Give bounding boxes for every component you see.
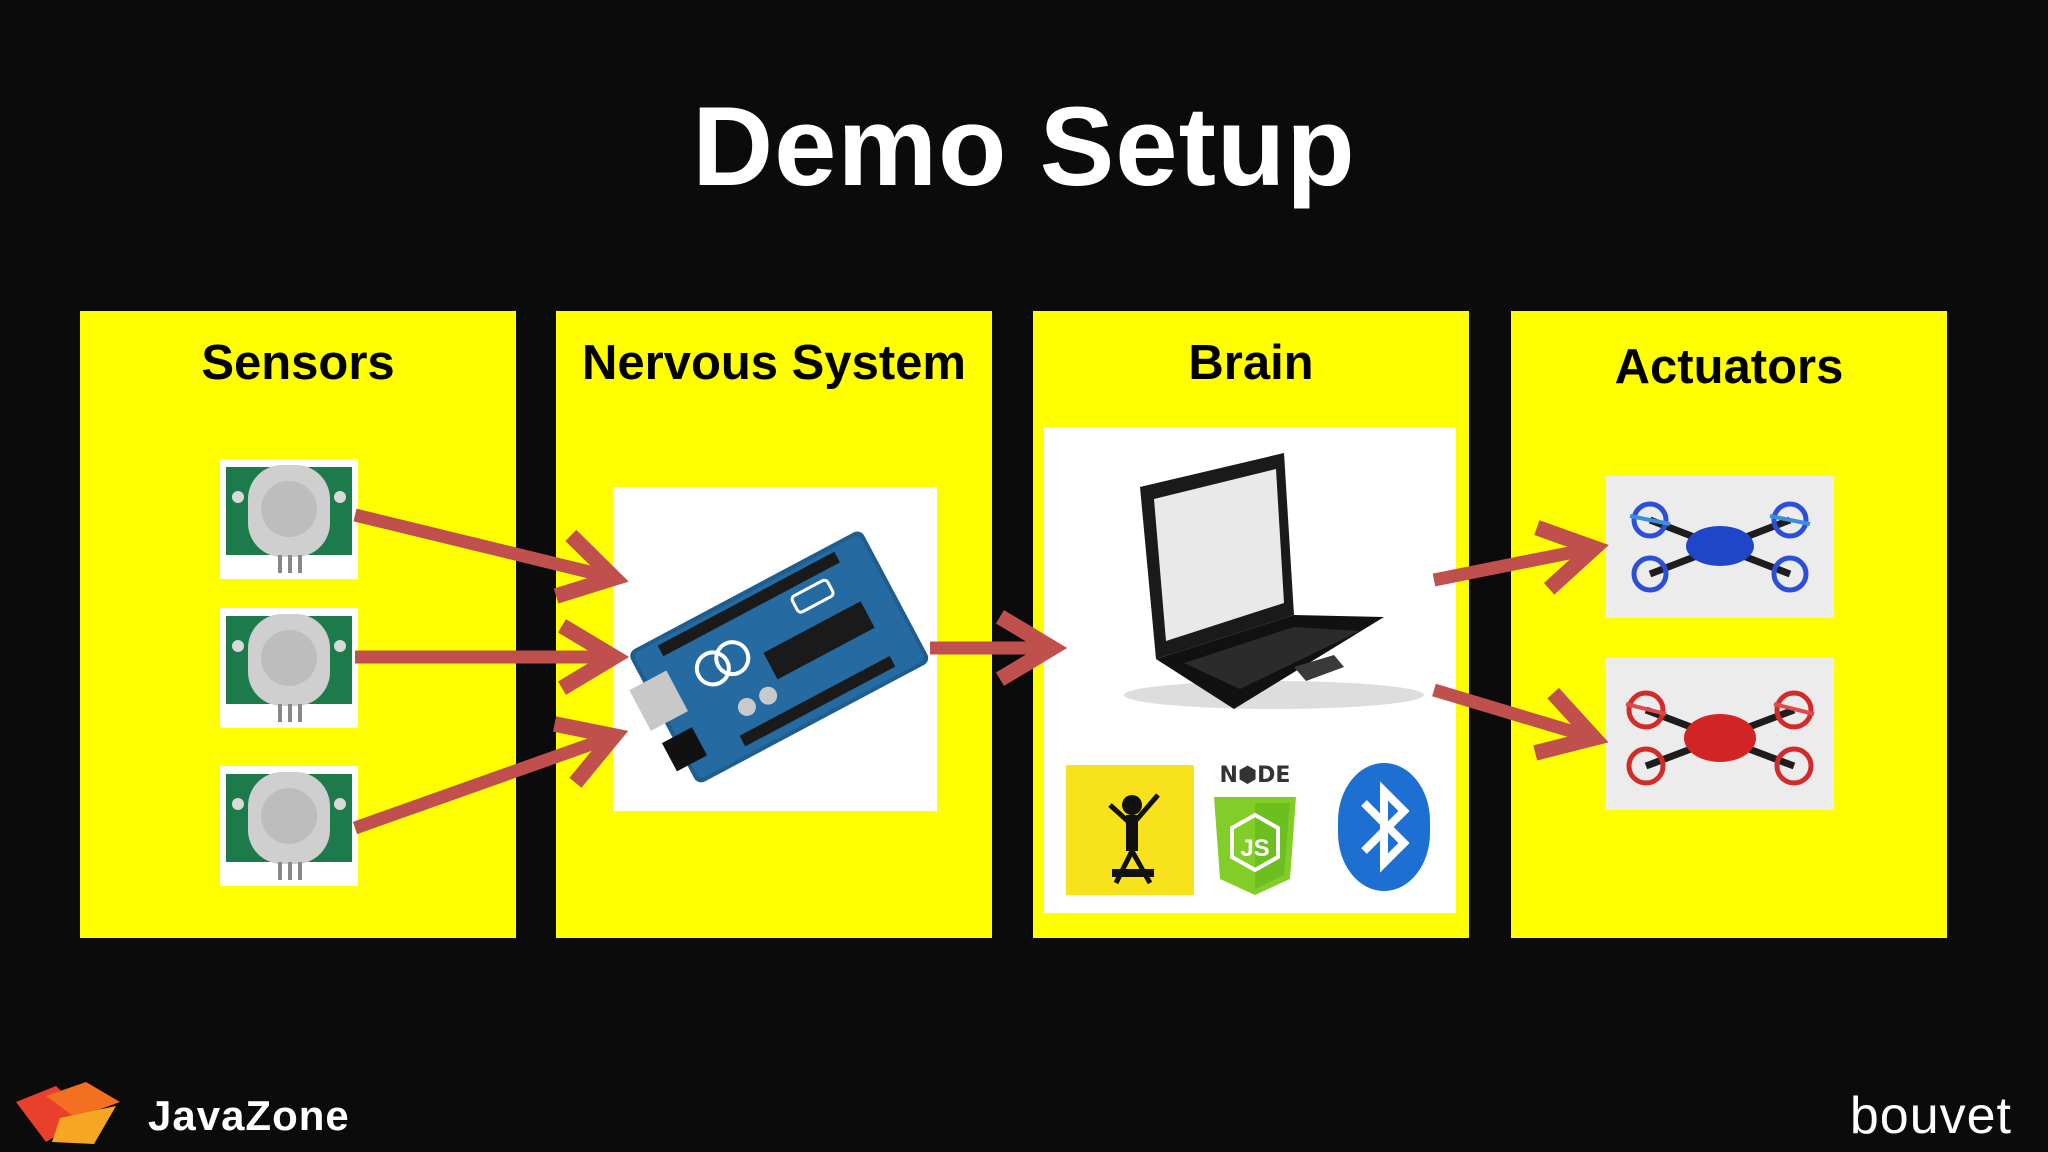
pir-sensor-icon	[220, 766, 358, 886]
panel-title-sensors: Sensors	[201, 336, 395, 390]
panel-brain: Brain N⬢DE	[1033, 311, 1469, 938]
drone-red-icon	[1606, 658, 1834, 810]
johnny-five-logo-icon	[1066, 765, 1194, 895]
brain-image-box: N⬢DE JS	[1044, 427, 1456, 913]
drone-blue-icon	[1606, 476, 1834, 618]
pir-sensor-icon	[220, 608, 358, 728]
arrow-laptop-to-drone-red	[1432, 683, 1609, 761]
panel-actuators: Actuators	[1511, 311, 1947, 938]
slide-title: Demo Setup	[692, 84, 1356, 209]
panel-sensors: Sensors	[80, 311, 516, 938]
panel-title-brain: Brain	[1188, 336, 1314, 390]
arrow-sensor1-to-arduino	[353, 508, 629, 604]
node-logo-text: N⬢DE	[1219, 763, 1291, 788]
arrow-laptop-to-drone-blue	[1432, 520, 1609, 595]
bouvet-logo: bouvet	[1849, 1087, 2012, 1145]
pir-sensor-icon	[220, 459, 358, 579]
javazone-logo-icon	[16, 1082, 120, 1144]
nodejs-logo-icon: N⬢DE JS	[1210, 763, 1300, 897]
laptop-icon	[1124, 453, 1424, 709]
bluetooth-icon	[1338, 763, 1430, 891]
node-js-text: JS	[1240, 835, 1270, 862]
javazone-text: JavaZone	[148, 1092, 350, 1139]
panel-title-actuators: Actuators	[1614, 340, 1844, 394]
arrow-sensor3-to-arduino	[352, 716, 629, 835]
panel-title-nervous-system: Nervous System	[581, 336, 966, 390]
arduino-uno-icon	[613, 487, 937, 811]
